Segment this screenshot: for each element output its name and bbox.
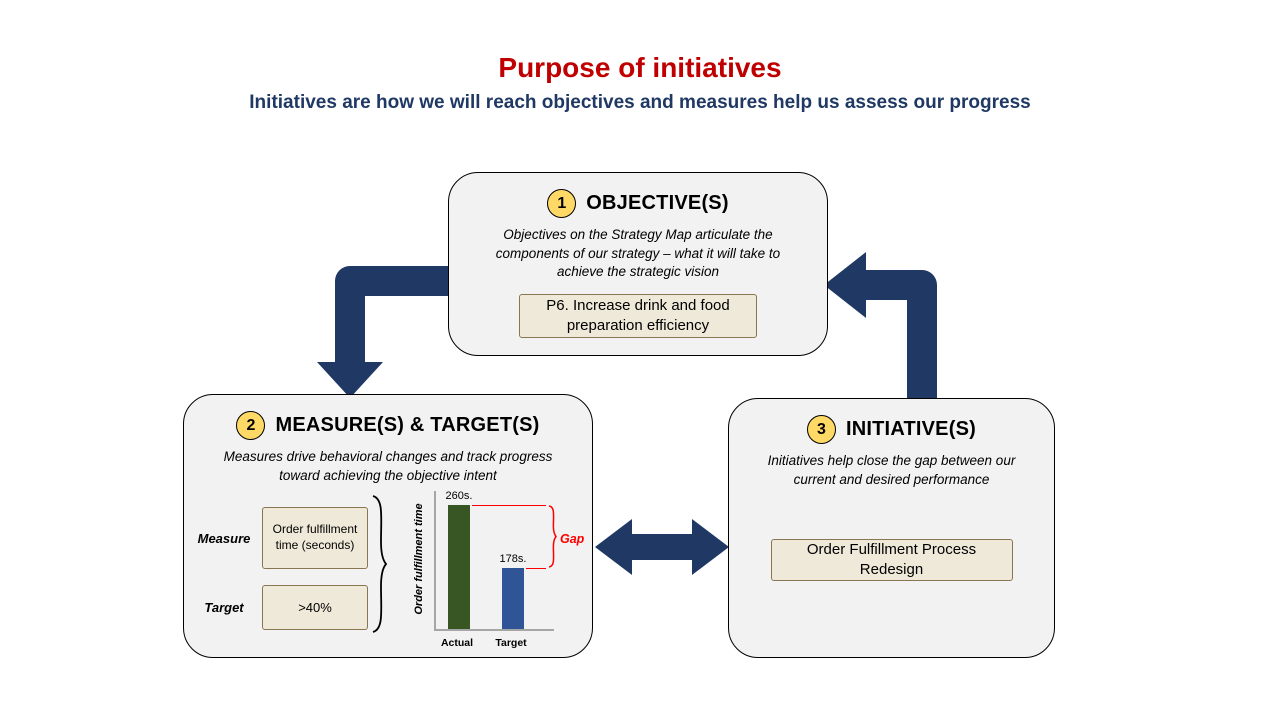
initiative-number-badge: 3 xyxy=(806,415,836,444)
measures-header: 2 MEASURE(S) & TARGET(S) xyxy=(184,411,592,440)
gap-label: Gap xyxy=(560,531,585,546)
initiative-item-box: Order Fulfillment Process Redesign xyxy=(770,539,1013,581)
gap-brace-icon xyxy=(548,505,557,568)
target-value-box: >40% xyxy=(262,585,368,630)
bar-actual xyxy=(448,505,470,629)
measures-panel: 2 MEASURE(S) & TARGET(S) Measures drive … xyxy=(183,394,593,658)
bar-actual-value: 260s. xyxy=(445,490,473,502)
x-label-actual: Actual xyxy=(440,637,474,649)
objective-number-badge: 1 xyxy=(547,189,577,218)
initiative-title: INITIATIVE(S) xyxy=(845,418,976,440)
gap-chart: Order fulfillment time 260s. 178s. Gap A… xyxy=(398,489,588,655)
measure-brace-icon xyxy=(372,495,388,633)
x-label-target: Target xyxy=(495,637,527,649)
measures-title: MEASURE(S) & TARGET(S) xyxy=(275,414,540,436)
arrow-initiative-to-objective xyxy=(824,252,937,402)
chart-y-axis-label: Order fulfillment time xyxy=(413,503,425,615)
measure-value-box: Order fulfillment time (seconds) xyxy=(262,507,368,569)
objective-item-box: P6. Increase drink and food preparation … xyxy=(519,294,757,338)
bar-target xyxy=(502,568,524,629)
initiative-header: 3 INITIATIVE(S) xyxy=(729,415,1054,444)
chart-plot: 260s. 178s. Gap xyxy=(434,490,584,631)
arrow-measures-initiative-bidirectional xyxy=(595,519,729,575)
target-row-label: Target xyxy=(204,600,244,615)
slide-title: Purpose of initiatives xyxy=(498,52,782,83)
objective-panel: 1 OBJECTIVE(S) Objectives on the Strateg… xyxy=(448,172,828,356)
initiative-description: Initiatives help close the gap between o… xyxy=(767,453,1016,487)
objective-description: Objectives on the Strategy Map articulat… xyxy=(495,227,781,280)
objective-header: 1 OBJECTIVE(S) xyxy=(449,189,827,218)
arrow-objective-to-measures xyxy=(317,266,452,398)
measure-row-label: Measure xyxy=(197,531,251,546)
chart-x-axis-labels: Actual Target xyxy=(434,637,554,651)
initiative-panel: 3 INITIATIVE(S) Initiatives help close t… xyxy=(728,398,1055,658)
bar-target-value: 178s. xyxy=(499,553,527,565)
gap-line-target xyxy=(526,568,546,569)
measures-number-badge: 2 xyxy=(236,411,266,440)
slide-subtitle: Initiatives are how we will reach object… xyxy=(249,92,1031,113)
objective-title: OBJECTIVE(S) xyxy=(586,192,729,214)
measures-description: Measures drive behavioral changes and tr… xyxy=(223,449,553,483)
gap-line-actual xyxy=(472,505,546,506)
